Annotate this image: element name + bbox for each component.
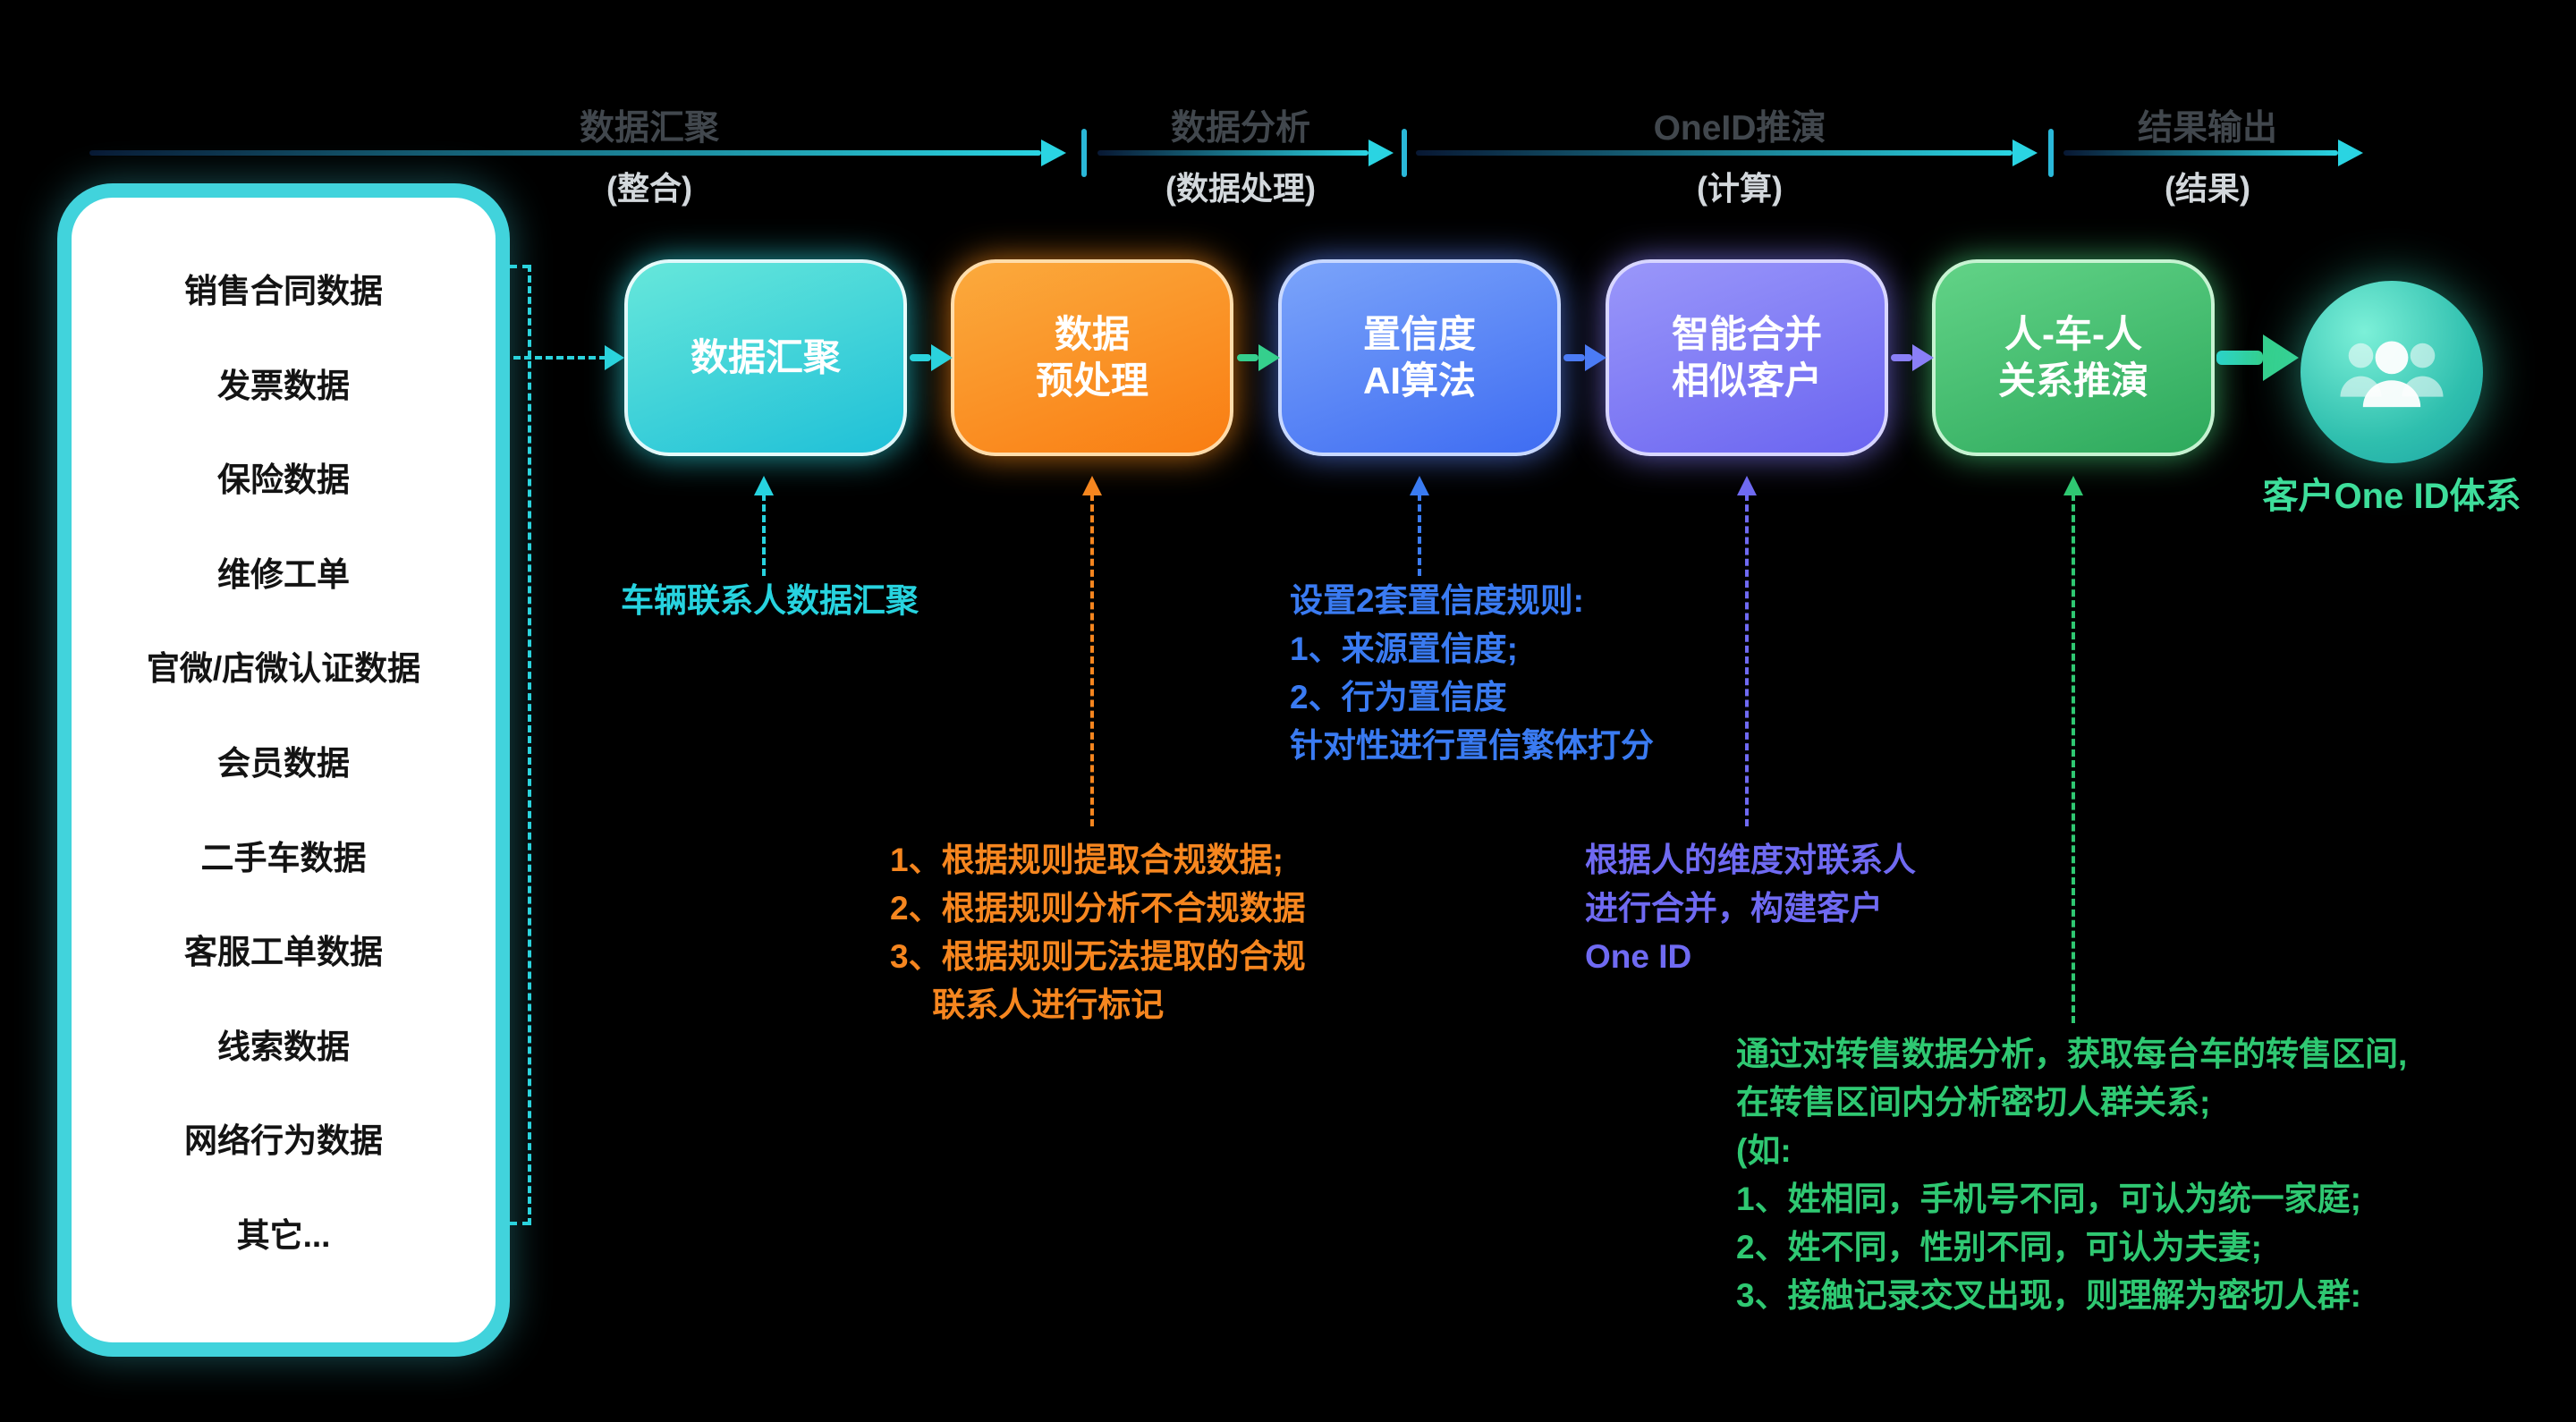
source-item: 客服工单数据 bbox=[184, 934, 383, 971]
annotation-merge-oneid: 根据人的维度对联系人进行合并，构建客户 One ID bbox=[1585, 836, 1916, 981]
connector-dashed-line bbox=[510, 1222, 530, 1225]
annotation-data-aggregation: 车辆联系人数据汇聚 bbox=[621, 577, 919, 625]
annotation-line: (如: bbox=[1736, 1132, 1792, 1169]
annotation-line: 在转售区间内分析密切人群关系; bbox=[1736, 1084, 2211, 1121]
source-item: 维修工单 bbox=[217, 555, 350, 593]
connector-dashed-line bbox=[510, 265, 530, 268]
phase-title-result-output: 结果输出 bbox=[2137, 109, 2278, 148]
annotation-relationship-rules: 通过对转售数据分析，获取每台车的转售区间, 在转售区间内分析密切人群关系; (如: 1… bbox=[1736, 1030, 2407, 1320]
phase-title-data-aggregation: 数据汇聚 bbox=[579, 109, 720, 148]
phase-separator bbox=[1402, 129, 1407, 177]
phase-separator bbox=[2048, 129, 2054, 177]
connector-dashed-arrow bbox=[513, 356, 606, 360]
flow-box-label: 智能合并 bbox=[1671, 312, 1822, 355]
phase-subtitle: (整合) bbox=[606, 170, 692, 207]
phase-title-data-analysis: 数据分析 bbox=[1170, 109, 1311, 148]
phase-subtitle: (计算) bbox=[1697, 170, 1783, 207]
annotation-line: 1、根据规则提取合规数据; bbox=[890, 842, 1284, 878]
annotation-up-arrow-icon bbox=[1082, 476, 1102, 826]
flow-box-data-preprocessing: 数据预处理 bbox=[951, 259, 1233, 456]
result-label: 客户One ID体系 bbox=[2262, 477, 2521, 516]
flow-box-confidence-ai: 置信度 AI算法 bbox=[1278, 259, 1561, 456]
flow-box-label: 相似客户 bbox=[1671, 360, 1822, 402]
data-source-panel: 销售合同数据发票数据保险数据维修工单官微/店微认证数据会员数据二手车数据客服工单… bbox=[57, 183, 510, 1357]
connector-arrowhead-icon bbox=[605, 345, 624, 370]
flow-box-label: 数据 bbox=[1054, 312, 1130, 355]
source-item: 官微/店微认证数据 bbox=[146, 650, 421, 688]
connector-dashed-line bbox=[528, 265, 531, 1225]
annotation-line: 3、接触记录交叉出现，则理解为密切人群: bbox=[1736, 1277, 2361, 1314]
annotation-line: 根据人的维度对联系人 bbox=[1585, 842, 1916, 878]
source-item: 其它... bbox=[236, 1216, 331, 1254]
phase-separator bbox=[1081, 129, 1087, 177]
result-arrow-icon bbox=[2216, 330, 2299, 385]
phase-subtitle: (数据处理) bbox=[1165, 170, 1316, 207]
annotation-line: 1、姓相同，手机号不同，可认为统一家庭; bbox=[1736, 1181, 2361, 1217]
flow-box-label: 预处理 bbox=[1035, 360, 1148, 402]
annotation-line: 2、行为置信度 bbox=[1290, 679, 1507, 715]
source-item: 网络行为数据 bbox=[184, 1122, 383, 1160]
flow-box-label: AI算法 bbox=[1362, 360, 1476, 402]
flow-arrow-icon bbox=[1891, 338, 1934, 377]
phase-arrow-icon bbox=[89, 131, 1066, 174]
phase-arrow-icon bbox=[2063, 131, 2363, 174]
phase-arrow-icon bbox=[1416, 131, 2038, 174]
annotation-line: 车辆联系人数据汇聚 bbox=[621, 582, 919, 619]
annotation-line: 联系人进行标记 bbox=[890, 986, 1165, 1023]
source-item: 保险数据 bbox=[217, 461, 350, 499]
annotation-line: 2、根据规则分析不合规数据 bbox=[890, 890, 1306, 927]
annotation-line: 针对性进行置信繁体打分 bbox=[1290, 727, 1654, 764]
annotation-line: 设置2套置信度规则: bbox=[1290, 582, 1584, 619]
flow-box-relationship-deduction: 人-车-人关系推演 bbox=[1932, 259, 2215, 456]
annotation-up-arrow-icon bbox=[754, 476, 774, 576]
source-item: 发票数据 bbox=[217, 367, 350, 404]
customer-oneid-icon bbox=[2301, 281, 2483, 463]
flow-box-label: 人-车-人 bbox=[2004, 312, 2142, 355]
flow-box-label: 置信度 bbox=[1362, 312, 1476, 355]
annotation-line: 进行合并，构建客户 bbox=[1585, 890, 1883, 927]
annotation-up-arrow-icon bbox=[2063, 476, 2083, 1023]
source-item: 二手车数据 bbox=[200, 839, 367, 876]
flow-box-smart-merge: 智能合并相似客户 bbox=[1606, 259, 1888, 456]
flow-arrow-icon bbox=[910, 338, 953, 377]
flow-box-label: 数据汇聚 bbox=[690, 335, 841, 378]
annotation-line: 1、来源置信度; bbox=[1290, 631, 1518, 667]
annotation-line: One ID bbox=[1585, 938, 1692, 975]
phase-subtitle: (结果) bbox=[2165, 170, 2250, 207]
people-group-icon bbox=[2340, 341, 2444, 408]
annotation-up-arrow-icon bbox=[1410, 476, 1429, 576]
flow-arrow-icon bbox=[1563, 338, 1606, 377]
flow-box-data-aggregation: 数据汇聚 bbox=[624, 259, 907, 456]
annotation-up-arrow-icon bbox=[1737, 476, 1757, 826]
source-item: 销售合同数据 bbox=[184, 273, 383, 309]
phase-arrow-icon bbox=[1097, 131, 1394, 174]
flow-box-label: 关系推演 bbox=[1997, 360, 2148, 402]
source-item: 会员数据 bbox=[217, 744, 350, 782]
annotation-line: 3、根据规则无法提取的合规 bbox=[890, 938, 1306, 975]
annotation-line: 2、姓不同，性别不同，可认为夫妻; bbox=[1736, 1229, 2262, 1265]
annotation-line: 通过对转售数据分析，获取每台车的转售区间, bbox=[1736, 1036, 2408, 1072]
flow-arrow-icon bbox=[1237, 338, 1280, 377]
source-item: 线索数据 bbox=[217, 1028, 350, 1065]
phase-title-oneid-deduction: OneID推演 bbox=[1653, 109, 1826, 148]
annotation-confidence-rules: 设置2套置信度规则: 1、来源置信度; 2、行为置信度针对性进行置信繁体打分 bbox=[1290, 577, 1654, 770]
